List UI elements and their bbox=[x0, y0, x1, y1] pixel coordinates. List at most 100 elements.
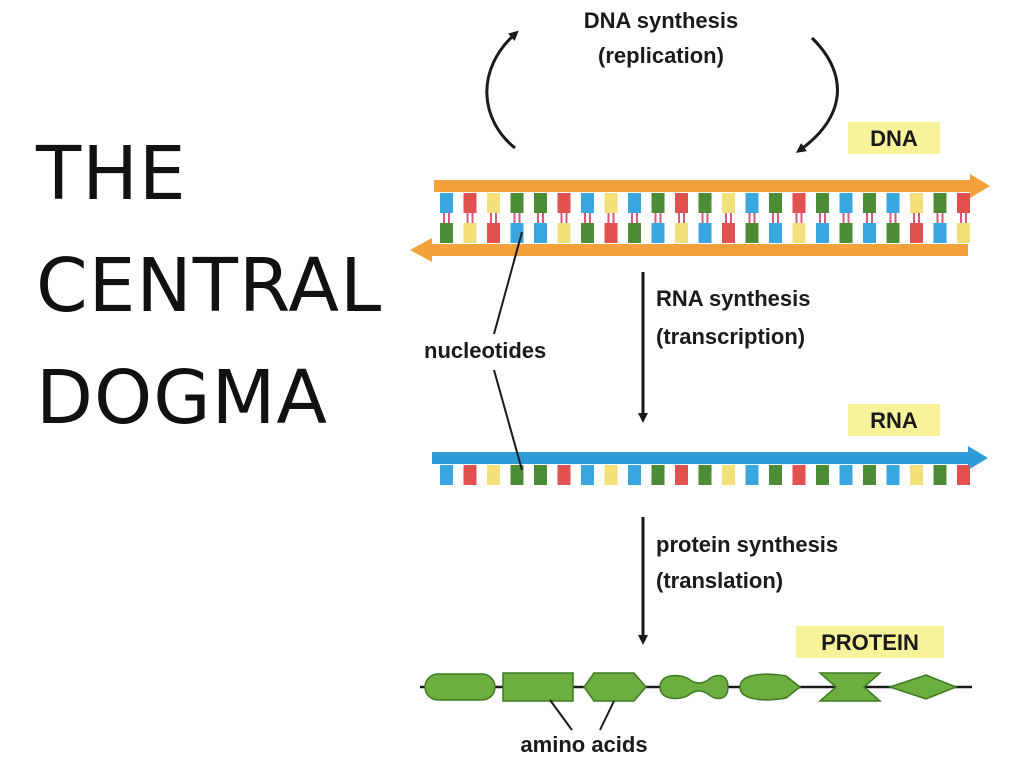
dna-hbond bbox=[936, 213, 939, 223]
dna-base-top bbox=[839, 193, 853, 213]
dna-hbond bbox=[565, 213, 568, 223]
dna-hbond bbox=[795, 213, 798, 223]
title-line-1: THE bbox=[36, 131, 187, 217]
dna-hbond bbox=[631, 213, 633, 223]
dna-hbond bbox=[941, 213, 944, 223]
dna-tag: DNA bbox=[870, 126, 918, 151]
dna-top-arrowhead bbox=[970, 174, 990, 198]
rna-base bbox=[910, 465, 923, 485]
dna-base-top bbox=[957, 193, 970, 213]
dna-bottom-arrowhead bbox=[410, 238, 432, 262]
rna-base bbox=[792, 465, 806, 485]
rna-base bbox=[463, 465, 477, 485]
dna-hbond bbox=[607, 213, 610, 223]
dna-base-top bbox=[769, 193, 782, 213]
dna-hbond bbox=[913, 213, 915, 223]
dna-hbond bbox=[701, 213, 704, 223]
slide-title: THE CENTRAL DOGMA bbox=[36, 118, 396, 454]
dna-base-top bbox=[745, 193, 759, 213]
dna-hbond bbox=[777, 213, 779, 223]
rna-base bbox=[722, 465, 735, 485]
protein-tag-box bbox=[796, 626, 944, 658]
dna-base-bottom bbox=[816, 223, 829, 243]
amino-acids-label: amino acids bbox=[520, 732, 647, 757]
dna-bottom-backbone bbox=[428, 244, 968, 256]
dna-base-top bbox=[910, 193, 923, 213]
dna-hbond bbox=[871, 213, 873, 223]
dna-hbond bbox=[495, 213, 497, 223]
dna-base-bottom bbox=[581, 223, 594, 243]
dna-hbond bbox=[560, 213, 563, 223]
dna-base-bottom bbox=[651, 223, 665, 243]
amino-acids-pointer-1 bbox=[549, 699, 573, 731]
amino-acids-pointer-2 bbox=[599, 700, 615, 731]
rna-base bbox=[698, 465, 712, 485]
dna-top-backbone bbox=[434, 180, 974, 192]
dna-base-bottom bbox=[769, 223, 782, 243]
rna-base bbox=[933, 465, 947, 485]
rna-base bbox=[534, 465, 547, 485]
replication-label-line-2: (replication) bbox=[598, 43, 724, 68]
rna-base bbox=[510, 465, 524, 485]
amino-acid-3 bbox=[583, 672, 647, 702]
dna-base-top bbox=[863, 193, 876, 213]
translation-label-line-1: protein synthesis bbox=[656, 532, 838, 557]
dna-base-top bbox=[675, 193, 688, 213]
rna-base bbox=[604, 465, 618, 485]
dna-hbond bbox=[659, 213, 662, 223]
dna-hbond bbox=[918, 213, 920, 223]
dna-hbond bbox=[894, 213, 897, 223]
dna-base-bottom bbox=[886, 223, 900, 243]
dna-hbond bbox=[725, 213, 727, 223]
rna-strand bbox=[432, 446, 988, 485]
dna-hbond bbox=[842, 213, 845, 223]
dna-hbond bbox=[800, 213, 803, 223]
dna-base-bottom bbox=[440, 223, 453, 243]
dna-base-bottom bbox=[698, 223, 712, 243]
rna-base bbox=[957, 465, 970, 485]
dna-hbond bbox=[753, 213, 756, 223]
dna-base-top bbox=[651, 193, 665, 213]
dna-base-bottom bbox=[863, 223, 876, 243]
dna-base-top bbox=[557, 193, 571, 213]
dna-hbond bbox=[847, 213, 850, 223]
nucleotides-pointer-rna bbox=[493, 369, 523, 471]
dna-hbond bbox=[584, 213, 586, 223]
dna-strand bbox=[410, 174, 990, 262]
amino-acid-chain bbox=[424, 672, 959, 702]
rna-base bbox=[769, 465, 782, 485]
dna-base-bottom bbox=[604, 223, 618, 243]
dna-base-bottom bbox=[557, 223, 571, 243]
rna-base bbox=[440, 465, 453, 485]
dna-base-top bbox=[933, 193, 947, 213]
dna-base-bottom bbox=[722, 223, 735, 243]
dna-base-bottom bbox=[792, 223, 806, 243]
rna-base bbox=[863, 465, 876, 485]
rna-base bbox=[816, 465, 829, 485]
rna-base bbox=[886, 465, 900, 485]
dna-hbond bbox=[542, 213, 544, 223]
rna-backbone bbox=[432, 452, 972, 464]
dna-base-top bbox=[792, 193, 806, 213]
dna-hbond bbox=[965, 213, 967, 223]
dna-hbond bbox=[819, 213, 821, 223]
replication-label-line-1: DNA synthesis bbox=[584, 8, 738, 33]
dna-hbond bbox=[490, 213, 492, 223]
nucleotides-pointer-dna bbox=[493, 231, 523, 335]
replication-right-arrow bbox=[795, 36, 839, 153]
dna-hbond bbox=[466, 213, 469, 223]
dna-base-top bbox=[510, 193, 524, 213]
amino-acid-7 bbox=[887, 674, 959, 700]
amino-acid-5 bbox=[739, 673, 802, 701]
dna-hbond bbox=[730, 213, 732, 223]
dna-hbond bbox=[678, 213, 680, 223]
rna-base bbox=[675, 465, 688, 485]
rna-base bbox=[628, 465, 641, 485]
rna-base bbox=[557, 465, 571, 485]
rna-base bbox=[745, 465, 759, 485]
title-line-3: DOGMA bbox=[36, 355, 329, 441]
protein-tag: PROTEIN bbox=[821, 630, 919, 655]
dna-hbond bbox=[748, 213, 751, 223]
